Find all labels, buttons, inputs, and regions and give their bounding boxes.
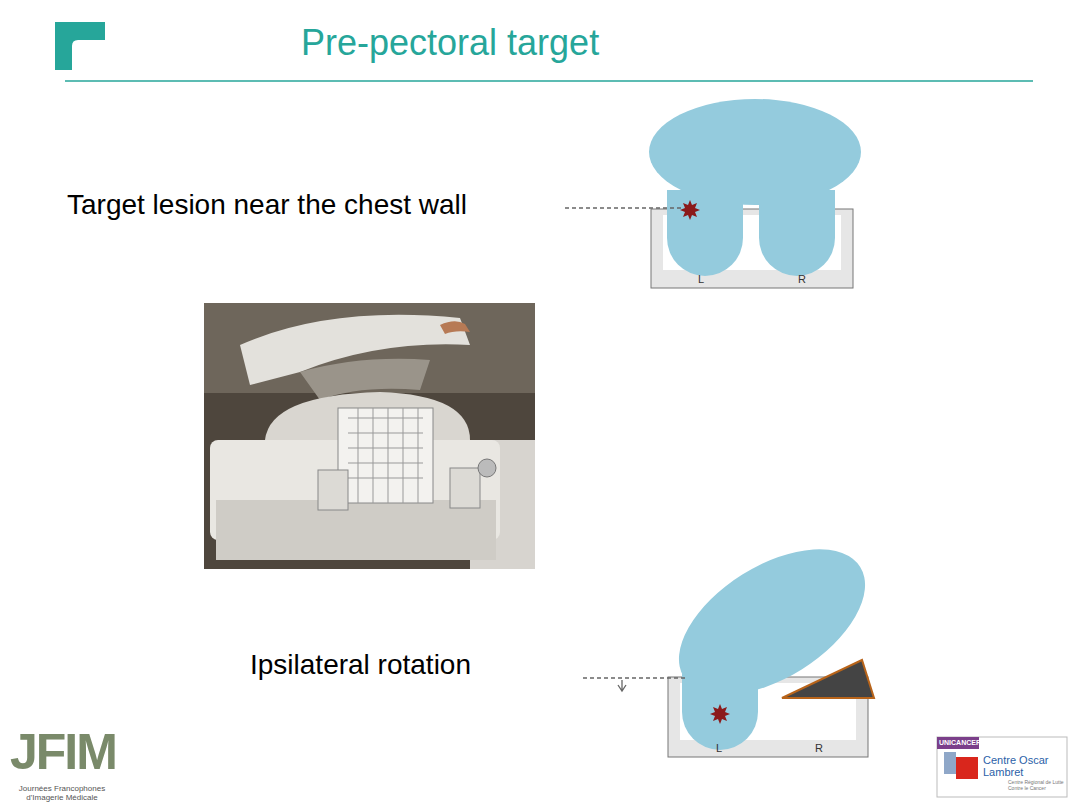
side-letter: L <box>698 273 704 286</box>
rotation-label: Ipsilateral rotation <box>250 649 471 681</box>
side-letter: R <box>815 742 823 755</box>
centre-logo <box>937 737 1067 797</box>
logo-wordmark: JFIM <box>10 724 116 782</box>
centre-name: Centre Oscar Lambret <box>983 755 1065 778</box>
side-letter: R <box>798 273 806 286</box>
logo-subtitle: Journées Francophones d'Imagerie Médical… <box>4 785 120 803</box>
slide-title: Pre-pectoral target <box>301 22 599 63</box>
centre-subtitle: Centre Régional de Lutte Contre le Cance… <box>1008 780 1065 791</box>
coil-photo <box>204 303 535 569</box>
title-rule <box>65 80 1033 82</box>
coil-diagram-rotated <box>583 519 890 757</box>
target-label: Target lesion near the chest wall <box>67 189 467 221</box>
coil-diagram-top <box>565 99 861 288</box>
logo-tag: UNICANCER <box>939 738 981 748</box>
side-letter: L <box>716 742 722 755</box>
corner-logo <box>55 22 105 70</box>
